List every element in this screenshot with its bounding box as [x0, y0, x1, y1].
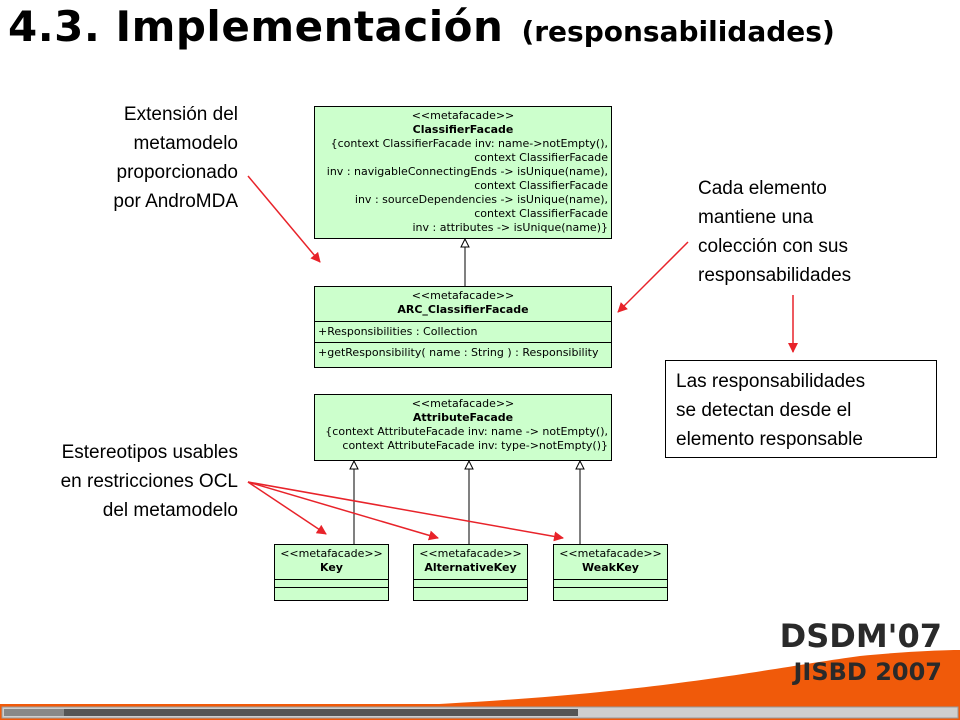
class-attribute-facade: <<metafacade>> AttributeFacade {context …	[314, 394, 612, 461]
class-name: WeakKey	[582, 561, 639, 574]
arrow-est-weakkey	[247, 481, 564, 542]
stereotype-label: <<metafacade>>	[411, 109, 515, 122]
operations-compartment	[554, 587, 667, 595]
title-main: 4.3. Implementación	[8, 2, 504, 51]
stereotype-label: <<metafacade>>	[411, 289, 515, 302]
note-responsabilidades-detectan: Las responsabilidades se detectan desde …	[665, 360, 937, 458]
arrow-est-altkey	[247, 481, 439, 541]
slide-footer-bar	[0, 704, 960, 720]
stereotype-label: <<metafacade>>	[280, 547, 383, 560]
note-cada-elemento: Cada elemento mantiene una colección con…	[698, 178, 852, 286]
attributes-compartment	[414, 579, 527, 587]
note-extension: Extensión del metamodelo proporcionado p…	[113, 104, 238, 212]
arrow-extension	[247, 175, 321, 263]
class-alternative-key: <<metafacade>> AlternativeKey	[413, 544, 528, 601]
inherit-arc-classifier-head	[460, 237, 470, 248]
operation-get-responsibility: +getResponsibility( name : String ) : Re…	[315, 342, 611, 363]
stereotype-label: <<metafacade>>	[559, 547, 662, 560]
stereotype-label: <<metafacade>>	[419, 547, 522, 560]
class-name: AlternativeKey	[424, 561, 517, 574]
class-name: AttributeFacade	[412, 411, 514, 424]
inherit-key-head	[349, 459, 359, 470]
class-classifier-facade: <<metafacade>> ClassifierFacade {context…	[314, 106, 612, 239]
class-name: ClassifierFacade	[412, 123, 514, 136]
class-key: <<metafacade>> Key	[274, 544, 389, 601]
class-name: Key	[320, 561, 343, 574]
orange-wave-decoration	[0, 650, 960, 720]
conference-logo: DSDM'07 JISBD 2007	[780, 618, 942, 690]
constraints: {context ClassifierFacade inv: name->not…	[326, 137, 608, 234]
attributes-compartment	[275, 579, 388, 587]
inherit-weakkey-head	[575, 459, 585, 470]
attributes-compartment	[554, 579, 667, 587]
attribute-responsibilities: +Responsibilities : Collection	[315, 321, 611, 342]
stereotype-label: <<metafacade>>	[411, 397, 515, 410]
operations-compartment	[275, 587, 388, 595]
slide-title: 4.3. Implementación (responsabilidades)	[8, 2, 835, 51]
arrow-est-key	[247, 481, 327, 535]
title-sub: (responsabilidades)	[521, 15, 835, 48]
constraints: {context AttributeFacade inv: name -> no…	[325, 425, 608, 452]
class-arc-classifier-facade: <<metafacade>> ARC_ClassifierFacade +Res…	[314, 286, 612, 368]
operations-compartment	[414, 587, 527, 595]
note-estereotipos: Estereotipos usables en restricciones OC…	[60, 442, 238, 521]
class-name: ARC_ClassifierFacade	[397, 303, 529, 316]
arrow-cada	[617, 241, 689, 313]
class-weak-key: <<metafacade>> WeakKey	[553, 544, 668, 601]
inherit-altkey-head	[464, 459, 474, 470]
logo-line-2: JISBD 2007	[793, 658, 942, 686]
logo-line-1: DSDM'07	[779, 617, 942, 655]
